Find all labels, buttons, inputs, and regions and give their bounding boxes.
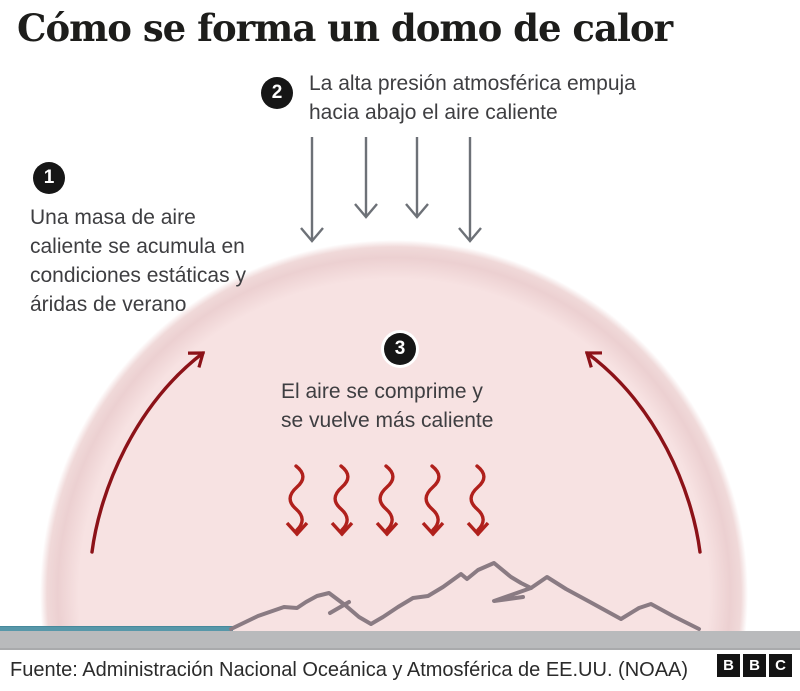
- water-bar: [0, 626, 233, 634]
- page-title: Cómo se forma un domo de calor: [17, 6, 673, 50]
- step-number: 3: [394, 338, 406, 359]
- scene: [40, 240, 748, 631]
- curved-up-arrow-icon: [90, 351, 206, 554]
- wavy-down-arrow-icon: [330, 464, 354, 537]
- wavy-down-arrow-icon: [421, 464, 445, 537]
- wavy-down-arrow-icon: [375, 464, 399, 537]
- heat-wave-arrows: [285, 464, 490, 537]
- step-badge-1: 1: [33, 162, 65, 194]
- step-number: 1: [43, 167, 55, 188]
- pressure-arrows: [300, 137, 482, 243]
- step-text-2: La alta presión atmosférica empuja hacia…: [309, 72, 636, 124]
- bbc-logo-letter: C: [769, 654, 792, 677]
- ground-bar: [0, 631, 800, 650]
- wavy-down-arrow-icon: [285, 464, 309, 537]
- bbc-logo-letter: B: [743, 654, 766, 677]
- wavy-down-arrow-icon: [466, 464, 490, 537]
- curved-up-arrow-icon: [584, 351, 702, 554]
- mountain-range-icon: [229, 561, 701, 631]
- step-badge-3: 3: [384, 333, 416, 365]
- step-number: 2: [271, 82, 283, 103]
- step-text-3: El aire se comprime y se vuelve más cali…: [281, 380, 494, 432]
- footer: Fuente: Administración Nacional Oceánica…: [0, 650, 800, 691]
- source-attribution: Fuente: Administración Nacional Oceánica…: [10, 659, 689, 681]
- bbc-logo-letter: B: [717, 654, 740, 677]
- step-badge-2: 2: [261, 77, 293, 109]
- step-text-1: Una masa de aire caliente se acumula en …: [30, 206, 246, 316]
- rising-air-arrows: [90, 351, 702, 554]
- bbc-logo: B B C: [717, 654, 792, 677]
